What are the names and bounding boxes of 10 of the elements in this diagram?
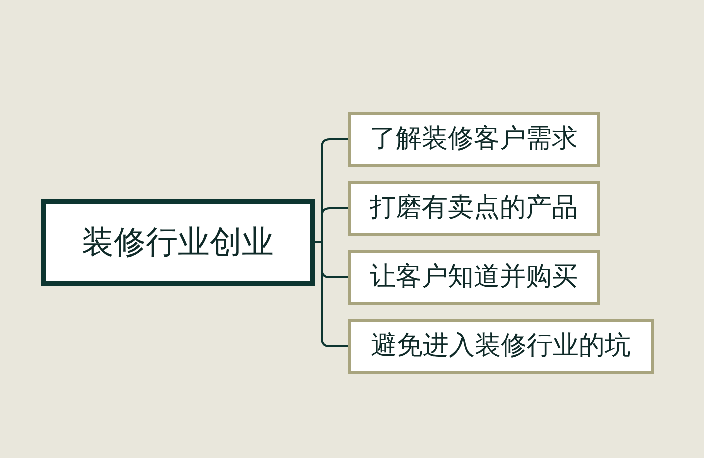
subtopic-box [348,112,600,167]
subtopic-text: 让客户知道并购买 [370,262,578,292]
subtopic-text: 打磨有卖点的产品 [370,194,578,224]
subtopic-box [348,250,600,305]
central-topic-box [41,199,315,286]
central-topic-text: 装修行业创业 [82,224,274,261]
subtopic-text: 了解装修客户需求 [370,124,578,154]
subtopic-text: 避免进入装修行业的坑 [371,332,631,362]
subtopic-box [348,181,600,236]
subtopic-box [348,319,654,374]
